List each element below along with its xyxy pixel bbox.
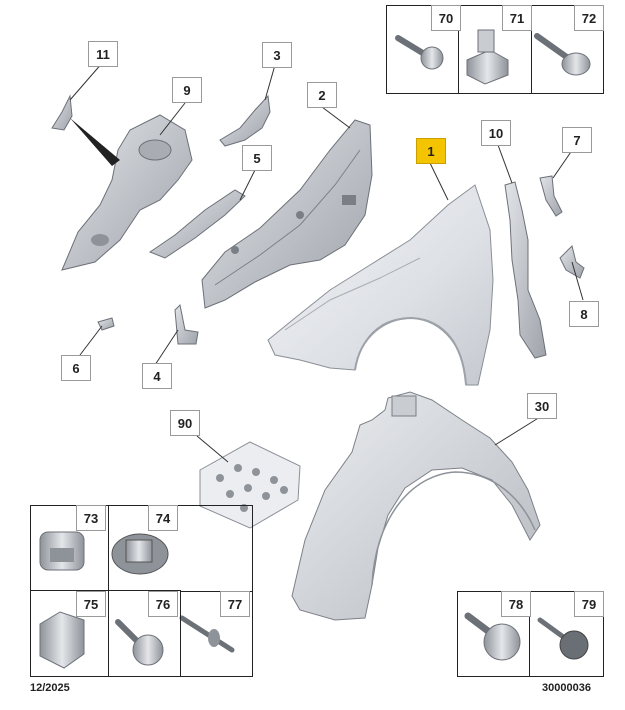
callout-1[interactable]: 1 — [416, 138, 446, 164]
callout-3[interactable]: 3 — [262, 42, 292, 68]
bracket-5-part — [148, 189, 246, 259]
fastener-cell-70 — [386, 5, 459, 94]
wheel-arch-liner-part — [291, 391, 541, 621]
callout-10[interactable]: 10 — [481, 120, 511, 146]
footer-code: 30000036 — [542, 682, 591, 694]
fastener-cell-76 — [109, 591, 181, 677]
fastener-cell-77 — [181, 591, 253, 677]
callout-74[interactable]: 74 — [148, 505, 178, 531]
callout-4[interactable]: 4 — [142, 363, 172, 389]
bracket-4-part — [174, 303, 199, 345]
pointer-wedge — [70, 118, 120, 166]
screw-77-part — [179, 615, 235, 653]
callout-73[interactable]: 73 — [76, 505, 106, 531]
callout-70[interactable]: 70 — [431, 5, 461, 31]
callout-5[interactable]: 5 — [242, 145, 272, 171]
inner-reinforcement-part — [201, 119, 373, 309]
callout-72[interactable]: 72 — [574, 5, 604, 31]
fastener-cell-71 — [459, 5, 532, 94]
callout-2[interactable]: 2 — [307, 82, 337, 108]
callout-7[interactable]: 7 — [562, 127, 592, 153]
callout-76[interactable]: 76 — [148, 591, 178, 617]
callout-79[interactable]: 79 — [574, 591, 604, 617]
fastener-cell-78 — [457, 591, 530, 677]
clip-73-part — [39, 531, 85, 571]
callout-9[interactable]: 9 — [172, 77, 202, 103]
fastener-cell-73 — [30, 505, 109, 591]
callout-11[interactable]: 11 — [88, 41, 118, 67]
screw-76-part — [115, 619, 164, 666]
clip-kit-part — [199, 441, 301, 529]
clip-11-part — [51, 94, 73, 131]
callout-90[interactable]: 90 — [170, 410, 200, 436]
nut-71-part — [466, 29, 509, 85]
screw-79-part — [537, 617, 589, 660]
callout-6[interactable]: 6 — [61, 355, 91, 381]
seal-10-part — [504, 181, 547, 359]
callout-78[interactable]: 78 — [501, 591, 531, 617]
footer-date: 12/2025 — [30, 682, 70, 694]
nut-75-part — [39, 611, 85, 669]
callout-71[interactable]: 71 — [502, 5, 532, 31]
callout-77[interactable]: 77 — [220, 591, 250, 617]
fender-part — [267, 184, 494, 386]
clip-74-part — [111, 533, 169, 575]
callout-8[interactable]: 8 — [569, 301, 599, 327]
wheel-arch-bracket-part — [61, 114, 193, 271]
fastener-cell-75 — [30, 591, 109, 677]
bracket-7-part — [539, 175, 563, 217]
callout-75[interactable]: 75 — [76, 591, 106, 617]
screw-72-part — [534, 33, 591, 76]
fastener-cell-74 — [109, 505, 181, 591]
screw-70-part — [395, 35, 444, 70]
callout-30[interactable]: 30 — [527, 393, 557, 419]
bracket-3-part — [219, 94, 271, 147]
screw-78-part — [464, 612, 521, 661]
